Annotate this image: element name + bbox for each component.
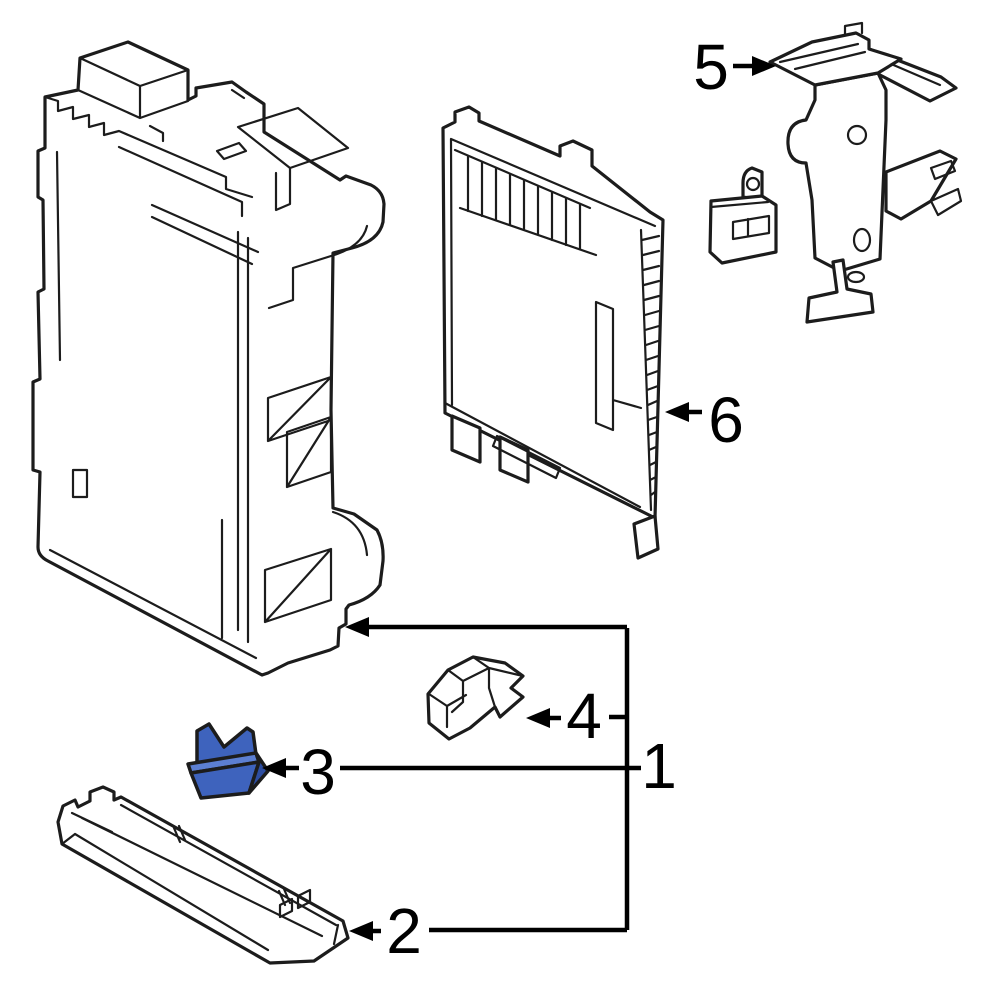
bracket-wedge-details [929, 159, 963, 217]
bracket-hole-lower [852, 227, 872, 253]
module-silhouette [441, 105, 665, 520]
junction-block-top-steps [43, 88, 254, 218]
callout-2-line [372, 927, 627, 934]
junction-block-bottom-lines [48, 468, 369, 660]
connector-edges [427, 655, 525, 729]
junction-block-platform [236, 106, 369, 310]
callout-1-arrow [345, 617, 369, 637]
junction-block-brace-squares [263, 375, 333, 624]
part-main-junction-block [31, 40, 386, 677]
callout-4-line [549, 714, 627, 721]
module-rims [443, 137, 657, 509]
bracket-hole-upper [846, 124, 868, 146]
module-connector-strip [639, 228, 661, 512]
callout-1-bracket-line [364, 624, 641, 930]
tray-rim-ticks [172, 824, 292, 907]
junction-block-overhang [150, 203, 260, 266]
artwork [31, 21, 963, 965]
callout-2-arrow [349, 921, 373, 941]
callout-1-label: 1 [641, 730, 677, 802]
connector-silhouette [426, 655, 525, 741]
bracket-plate-inner [778, 21, 867, 71]
junction-block-top-box [76, 56, 190, 120]
callout-5-label: 5 [693, 31, 729, 103]
callout-3-label: 3 [300, 736, 336, 808]
part-bracket [708, 21, 963, 324]
bracket-left-arm [708, 194, 778, 265]
part-module [441, 105, 665, 560]
junction-block-top-slot [215, 141, 248, 161]
bracket-foot [805, 258, 875, 324]
bracket-column [786, 71, 888, 273]
tray-silhouette [56, 785, 350, 965]
part-connector [426, 655, 525, 741]
part-highlighted-fuse-puller [186, 722, 270, 800]
bracket-arm-slots [709, 200, 771, 241]
callout-3-arrow [262, 758, 286, 778]
junction-block-silhouette [31, 40, 386, 677]
module-fins [453, 148, 598, 257]
callout-4-arrow [526, 708, 550, 728]
bracket-ear-hole [745, 176, 761, 192]
callout-4-label: 4 [566, 680, 602, 752]
callout-6-arrow [665, 402, 689, 422]
bracket-right-wedge [884, 149, 958, 221]
callouts: 1 2 3 4 5 6 [262, 31, 776, 967]
fuse-puller-base-side [247, 751, 270, 795]
junction-block-verticals [55, 150, 250, 644]
callout-5-arrow [752, 56, 776, 76]
part-cover-tray [56, 785, 350, 965]
callout-2-label: 2 [386, 895, 422, 967]
module-face-inset [491, 300, 643, 480]
tray-inner-rims [60, 803, 340, 952]
bracket-foot-slot [846, 270, 866, 284]
callout-6-label: 6 [708, 384, 744, 456]
